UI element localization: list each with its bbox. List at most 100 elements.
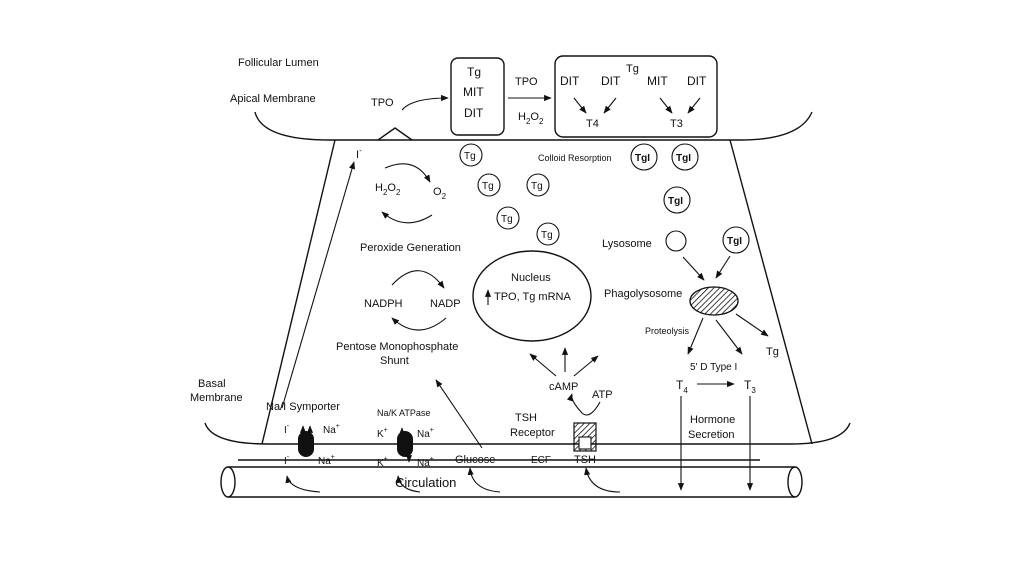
proteolysis-arrow-right	[735, 313, 769, 337]
dit-to-t4-arrow-1	[573, 97, 587, 114]
svg-text:TgI: TgI	[676, 153, 691, 164]
nucleus	[472, 250, 592, 342]
iodide-inside-label: I-	[284, 423, 290, 436]
svg-text:TgI: TgI	[668, 196, 683, 207]
iodide-from-circulation-arrow	[285, 475, 321, 493]
phagolysosome-label: Phagolysosome	[604, 288, 682, 300]
apical-membrane-label: Apical Membrane	[230, 93, 316, 105]
tsh-from-circulation-arrow	[584, 467, 621, 493]
sodium-inside-label: Na+	[323, 423, 340, 436]
mit-to-t3-arrow	[659, 97, 673, 114]
tpo-iodination-arrow	[401, 94, 449, 111]
box2-tg: Tg	[626, 63, 639, 75]
atp-to-camp-arrow	[566, 393, 601, 416]
na-inside-label: Na+	[417, 427, 434, 440]
phagolysosome	[689, 286, 739, 316]
camp-arrow-right	[573, 355, 599, 377]
nadph-cycle-bottom-arrow	[391, 317, 447, 331]
ecf-label: ECF	[531, 455, 551, 466]
basal-membrane-label-1: Basal	[198, 378, 226, 390]
lysosome-label: Lysosome	[602, 238, 652, 250]
tgi-fusion-arrow	[715, 255, 731, 279]
camp-label: cAMP	[549, 381, 578, 393]
svg-text:Tg: Tg	[541, 230, 553, 241]
peroxide-generation-label: Peroxide Generation	[360, 242, 461, 254]
t3-label: T3	[744, 378, 756, 395]
peroxide-cycle-top-arrow	[384, 163, 431, 183]
basal-membrane-label-2: Membrane	[190, 392, 243, 404]
dit-to-t3-arrow	[687, 97, 701, 114]
hormone-secretion-label-2: Secretion	[688, 429, 734, 441]
box2-t3: T3	[670, 118, 683, 130]
box2-dit-1: DIT	[560, 74, 580, 88]
k-inside-label: K+	[377, 427, 388, 440]
t4-label: T4	[676, 378, 688, 395]
tg-bubble: Tg	[526, 173, 550, 197]
camp-arrow-left	[529, 353, 557, 377]
proteolysis-arrow-left	[687, 317, 704, 355]
tsh-label: TSH	[574, 454, 596, 466]
glucose-label: Glucose	[455, 454, 495, 466]
tpo-apical-label: TPO	[371, 97, 394, 109]
tg-bubble: Tg	[496, 206, 520, 230]
iodide-outside-label: I-	[284, 454, 290, 467]
svg-text:Tg: Tg	[531, 181, 543, 192]
lysosome	[665, 230, 687, 252]
tsh-receptor-label-1: TSH	[515, 412, 537, 424]
atp-label: ATP	[592, 389, 613, 401]
na-k-atpase-label: Na/K ATPase	[377, 408, 430, 418]
nadp-label: NADP	[430, 298, 461, 310]
proteolysis-arrow-mid	[715, 319, 743, 355]
tsh-receptor-binding-site	[578, 436, 592, 450]
tpo-enzyme-branch	[377, 127, 413, 141]
potassium-from-circulation-arrow	[395, 475, 421, 493]
cell-left-wall	[261, 139, 336, 445]
svg-text:Tg: Tg	[464, 151, 476, 162]
tg-bubble: Tg	[536, 222, 560, 246]
nucleus-label: Nucleus	[511, 272, 551, 284]
circulation-label: Circulation	[395, 475, 456, 490]
pentose-shunt-label-2: Shunt	[380, 355, 409, 367]
pentose-shunt-label-1: Pentose Monophosphate	[336, 341, 458, 353]
follicular-lumen-label: Follicular Lumen	[238, 57, 319, 69]
deiodinase-label: 5' D Type I	[690, 362, 737, 373]
tg-recycle-label: Tg	[766, 346, 779, 358]
colloid-resorption-label: Colloid Resorption	[538, 153, 612, 163]
svg-text:TgI: TgI	[727, 236, 742, 247]
svg-text:TgI: TgI	[635, 153, 650, 164]
nadph-cycle-top-arrow	[391, 270, 445, 289]
lysosome-fusion-arrow	[682, 256, 705, 281]
hormone-secretion-label-1: Hormone	[690, 414, 735, 426]
tgi-bubble: TgI	[663, 186, 691, 214]
na-i-symporter-label: Na/I Symporter	[266, 401, 340, 413]
box1-dit: DIT	[464, 106, 484, 120]
box2-dit-2: DIT	[601, 74, 621, 88]
tgi-bubble: TgI	[630, 143, 658, 171]
na-i-symporter	[298, 431, 314, 457]
box1-mit: MIT	[463, 85, 484, 99]
tg-bubble: Tg	[477, 173, 501, 197]
o2-cycle-label: O2	[433, 186, 447, 201]
svg-text:Tg: Tg	[501, 214, 513, 225]
circulation-vessel	[220, 466, 803, 498]
box2-t4: T4	[586, 118, 599, 130]
svg-text:Tg: Tg	[482, 181, 494, 192]
iodide-transport-arrow	[281, 161, 356, 409]
box1-tg: Tg	[467, 65, 481, 79]
proteolysis-label: Proteolysis	[645, 326, 690, 336]
tg-bubble: Tg	[459, 143, 483, 167]
box2-dit-3: DIT	[687, 74, 707, 88]
apical-membrane	[254, 111, 813, 141]
h2o2-cycle-label: H2O2	[375, 182, 401, 197]
iodinated-tg-box	[450, 57, 505, 136]
tgi-bubble: TgI	[671, 143, 699, 171]
glucose-from-circulation-arrow	[467, 467, 501, 493]
iodide-apical-label: I-	[356, 146, 362, 161]
na-outside-label: Na+	[417, 456, 434, 469]
tpo-coupling-label: TPO	[515, 76, 538, 88]
glucose-uptake-arrow	[435, 379, 483, 449]
coupling-box	[554, 55, 718, 138]
tgi-bubble: TgI	[722, 226, 750, 254]
dit-to-t4-arrow-2	[603, 97, 617, 114]
